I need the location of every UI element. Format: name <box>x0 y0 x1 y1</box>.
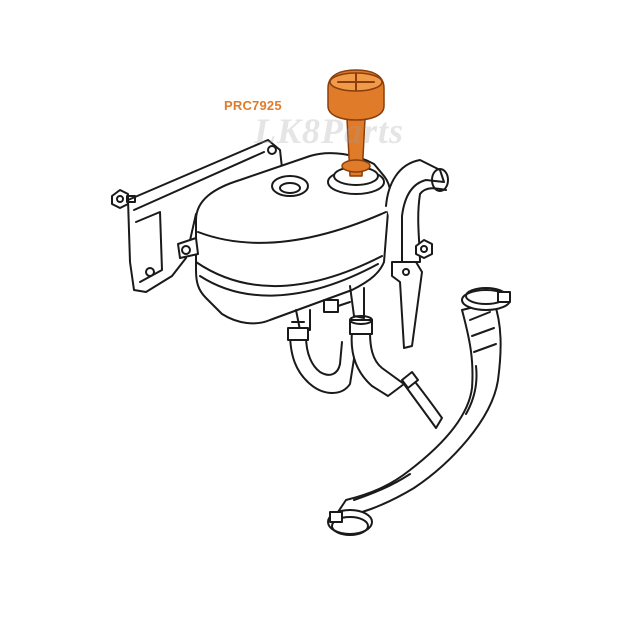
coolant-hose-center <box>350 331 443 429</box>
filler-cap <box>327 69 385 195</box>
part-number-label: PRC7925 <box>224 98 282 113</box>
watermark: LK8Parts <box>254 111 405 151</box>
bracket-right <box>391 261 423 349</box>
bolt-right <box>415 239 433 259</box>
hose-clamp-left <box>287 321 309 341</box>
hose-clamp-center <box>349 315 373 335</box>
hose-clamp-top <box>461 287 511 311</box>
hose-clamp-bottom <box>327 509 373 536</box>
bolt-center <box>323 299 351 313</box>
bolt-left <box>111 189 136 209</box>
